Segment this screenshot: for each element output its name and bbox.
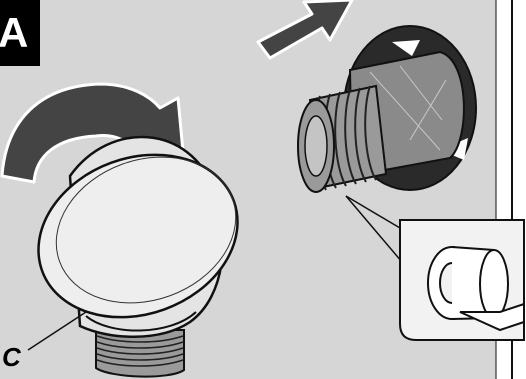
ptfe-tape-icon (400, 220, 524, 340)
step-badge: A (0, 0, 40, 66)
threaded-nipple (298, 86, 386, 192)
step-label: A (0, 9, 28, 56)
callout-label-c: C (2, 344, 21, 370)
